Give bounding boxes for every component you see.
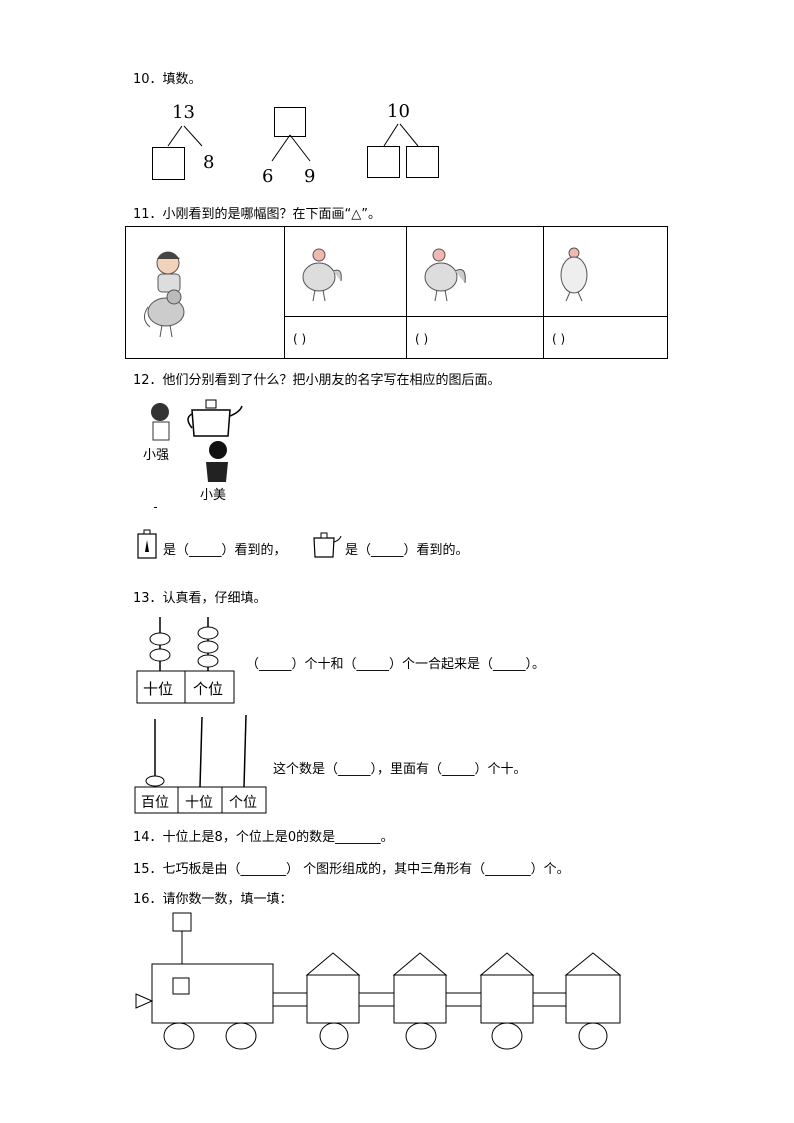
tree3-top-number: 10 [387,101,410,122]
question-10-title: 10．填数。 [133,72,202,87]
boy-and-rooster-cell [125,226,285,359]
abacus1-label-tens: 十位 [143,680,174,698]
answer-box[interactable] [274,107,306,137]
abacus-2 [134,714,267,814]
teapot-image [187,399,243,437]
stray-mark [154,507,157,508]
xiaomei-figure-image [206,441,228,482]
question-16-title: 16．请你数一数，填一填： [133,892,293,907]
abacus1-label-ones: 个位 [193,680,224,698]
rooster-front-view-cell [543,226,668,317]
answer-box[interactable] [367,146,400,178]
teapot-front-view-image [137,529,157,559]
rooster-side-view-image [424,248,466,302]
view-options-table: ( ) ( ) ( ) [125,226,668,359]
tree2-branches [271,134,311,162]
abacus2-label-tens: 十位 [185,795,213,811]
boy-with-rooster-image [144,251,185,338]
shape-train-figure [135,912,622,1050]
teapot-side-view-image [313,532,342,558]
question-15: 15．七巧板是由（_______） 个图形组成的，其中三角形有（_______）… [133,862,570,877]
answer-box[interactable] [152,147,185,180]
tree1-right-number: 8 [203,152,215,173]
xiaoqiang-label: 小强 [143,448,170,463]
answer-cell[interactable]: ( ) [284,316,407,359]
answer-line-1: 是（_____）看到的， [163,543,287,558]
q13-line-2: 这个数是（_____），里面有（_____）个十。 [273,762,527,777]
answer-paren[interactable]: ( ) [552,332,566,346]
answer-cell[interactable]: ( ) [543,316,668,359]
question-14: 14．十位上是8，个位上是0的数是_______。 [133,830,394,845]
answer-cell[interactable]: ( ) [406,316,544,359]
question-13-title: 13．认真看，仔细填。 [133,591,267,606]
xiaomei-label: 小美 [200,488,227,503]
abacus-1 [136,617,235,704]
q13-line-1: （_____）个十和（_____）个一合起来是（_____）。 [246,657,546,672]
rooster-left-view-cell [284,226,407,317]
answer-paren[interactable]: ( ) [415,332,429,346]
rooster-right-view-cell [406,226,544,317]
question-11-title: 11．小刚看到的是哪幅图？在下面画“△”。 [133,207,382,222]
abacus2-label-ones: 个位 [229,795,257,811]
tree2-left-number: 6 [262,166,274,187]
answer-line-2: 是（_____）看到的。 [345,543,469,558]
tree1-branches [167,125,203,147]
tree2-right-number: 9 [304,166,316,187]
tree1-top-number: 13 [172,102,195,123]
answer-paren[interactable]: ( ) [293,332,307,346]
abacus2-label-hundreds: 百位 [141,795,169,811]
question-12-title: 12．他们分别看到了什么？把小朋友的名字写在相应的图后面。 [133,373,501,388]
rooster-side-view-image [302,248,342,302]
answer-box[interactable] [406,146,439,178]
xiaoqiang-figure-image [151,403,170,441]
tree3-branches [383,123,419,147]
rooster-front-view-image [560,247,588,302]
